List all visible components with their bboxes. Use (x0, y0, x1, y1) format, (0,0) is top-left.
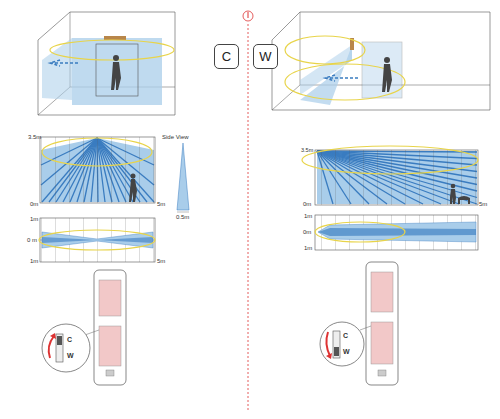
switch-label: C (67, 336, 72, 343)
dimension-label: 3.5m (301, 148, 313, 154)
dimension-label: 1m (304, 213, 312, 219)
dimension-label: 1m (304, 245, 312, 251)
dimension-label: 0.5m (176, 214, 189, 220)
mode-box: W (253, 44, 278, 69)
dimension-label: 0m (30, 201, 38, 207)
dimension-label: 1m (30, 216, 38, 222)
switch-label: W (67, 352, 74, 359)
dimension-label: 5m (157, 201, 165, 207)
dimension-label: 5m (479, 201, 487, 207)
mode-letter: C (222, 50, 231, 63)
detection-zone (41, 138, 154, 202)
mode-box: C (214, 44, 239, 69)
switch-label: C (343, 332, 348, 339)
dimension-label: 0m (303, 229, 311, 235)
dimension-label: 1m (30, 258, 38, 264)
dimension-label: 3.5m (28, 134, 41, 140)
switch-label: W (343, 348, 350, 355)
dimension-label: Side View (162, 134, 189, 140)
mode-letter: W (259, 50, 271, 63)
dimension-label: 0 m (27, 237, 37, 243)
dimension-label: 0m (303, 201, 311, 207)
dimension-label: 5m (157, 258, 165, 264)
